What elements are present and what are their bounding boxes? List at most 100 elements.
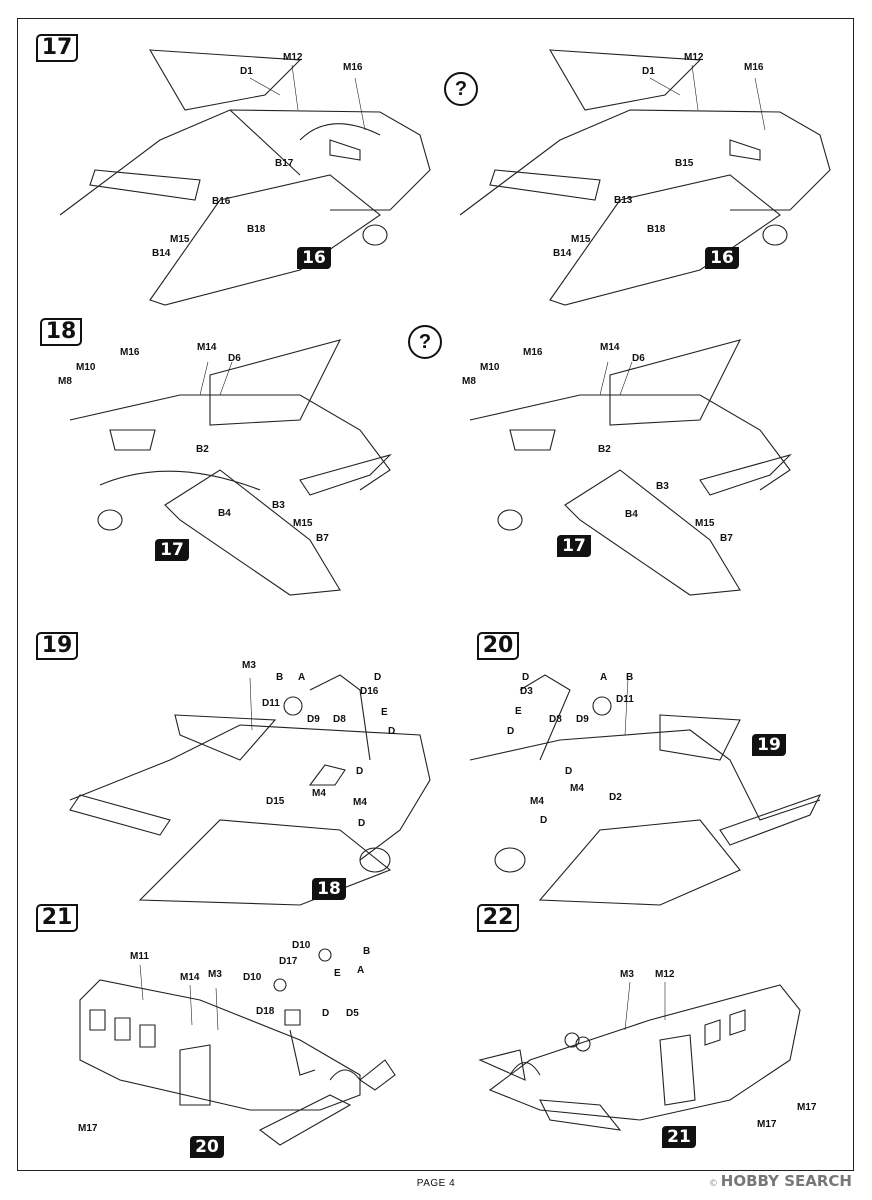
part-label: B7 — [316, 533, 329, 544]
page-frame — [17, 18, 854, 1171]
ref-step-20: 20 — [190, 1136, 224, 1158]
part-label: D — [322, 1008, 330, 1019]
part-label: D — [388, 726, 396, 737]
ref-step-16-a: 16 — [297, 247, 331, 269]
part-label: M4 — [570, 783, 584, 794]
page-label: PAGE 4 — [416, 1178, 456, 1189]
aircraft-drawing-18a — [69, 339, 392, 596]
part-label: E — [334, 968, 341, 979]
watermark-text: HOBBY SEARCH — [720, 1172, 852, 1190]
ref-step-19: 19 — [752, 734, 786, 756]
part-label: M16 — [523, 347, 543, 358]
part-label: A — [357, 965, 365, 976]
part-label: D — [356, 766, 364, 777]
part-label: B16 — [212, 196, 231, 207]
part-label: B15 — [675, 158, 694, 169]
ref-step-16-b: 16 — [705, 247, 739, 269]
question-icon-17: ? — [444, 72, 478, 106]
part-label: D9 — [307, 714, 320, 725]
step-number-22: 22 — [477, 904, 519, 932]
part-label: D9 — [576, 714, 589, 725]
ref-step-18: 18 — [312, 878, 346, 900]
part-label: D — [540, 815, 548, 826]
part-label: D18 — [256, 1006, 275, 1017]
watermark-prefix: © — [708, 1179, 721, 1189]
part-label: D8 — [549, 714, 562, 725]
aircraft-drawing-17a — [59, 49, 431, 306]
part-label: B — [363, 946, 371, 957]
part-label: M15 — [293, 518, 313, 529]
part-label: D — [522, 672, 530, 683]
part-label: D15 — [266, 796, 285, 807]
part-label: M8 — [58, 376, 72, 387]
aircraft-drawing-19 — [69, 674, 431, 906]
part-label: B4 — [625, 509, 638, 520]
aircraft-drawing-21 — [79, 948, 396, 1146]
part-label: E — [381, 707, 388, 718]
aircraft-drawing-22 — [478, 984, 801, 1131]
part-label: M14 — [197, 342, 217, 353]
part-label: M12 — [283, 52, 303, 63]
step-number-17: 17 — [36, 34, 78, 62]
leader-lines — [139, 64, 766, 1031]
part-label: E — [515, 706, 522, 717]
part-label: B3 — [272, 500, 285, 511]
part-label: M14 — [180, 972, 200, 983]
part-label: B — [276, 672, 284, 683]
part-label: D — [565, 766, 573, 777]
part-label: A — [600, 672, 608, 683]
part-label: B18 — [647, 224, 666, 235]
watermark: © HOBBY SEARCH — [709, 1172, 852, 1190]
part-label: B — [626, 672, 634, 683]
aircraft-drawing-18b — [469, 339, 792, 596]
part-label: D — [507, 726, 515, 737]
part-label: M16 — [343, 62, 363, 73]
ref-step-17-a: 17 — [155, 539, 189, 561]
part-label: M15 — [571, 234, 591, 245]
part-label: B13 — [614, 195, 633, 206]
part-label: M15 — [695, 518, 715, 529]
part-label: B3 — [656, 481, 669, 492]
part-label: M4 — [530, 796, 544, 807]
step-number-20: 20 — [477, 632, 519, 660]
part-label: B2 — [598, 444, 611, 455]
aircraft-drawing-17b — [459, 49, 831, 306]
part-label: M8 — [462, 376, 476, 387]
step-number-21: 21 — [36, 904, 78, 932]
part-label: M17 — [78, 1123, 98, 1134]
part-label: M14 — [600, 342, 620, 353]
part-label: B2 — [196, 444, 209, 455]
part-label: D5 — [346, 1008, 359, 1019]
part-label: D11 — [262, 698, 280, 709]
part-label: D2 — [609, 792, 622, 803]
part-label: B4 — [218, 508, 231, 519]
part-label: M10 — [76, 362, 96, 373]
part-label: M15 — [170, 234, 190, 245]
part-label: M16 — [744, 62, 764, 73]
part-label: M17 — [757, 1119, 777, 1130]
step-number-18: 18 — [40, 318, 82, 346]
ref-step-21: 21 — [662, 1126, 696, 1148]
part-label: M3 — [242, 660, 256, 671]
part-label: D8 — [333, 714, 346, 725]
part-label: M12 — [684, 52, 704, 63]
part-label: B7 — [720, 533, 733, 544]
part-label: M11 — [130, 951, 149, 962]
part-label: M12 — [655, 969, 675, 980]
part-label: A — [298, 672, 306, 683]
part-label: D6 — [632, 353, 645, 364]
part-label: D10 — [243, 972, 262, 983]
part-label: D16 — [360, 686, 379, 697]
part-label: B18 — [247, 224, 266, 235]
part-label: D11 — [616, 694, 634, 705]
part-label: D — [358, 818, 366, 829]
part-label: D6 — [228, 353, 241, 364]
part-label: B14 — [553, 248, 572, 259]
aircraft-drawing-20 — [469, 674, 822, 906]
part-label: D1 — [240, 66, 253, 77]
part-label: D1 — [642, 66, 655, 77]
part-label: M4 — [312, 788, 326, 799]
part-label: B17 — [275, 158, 294, 169]
ref-step-17-b: 17 — [557, 535, 591, 557]
